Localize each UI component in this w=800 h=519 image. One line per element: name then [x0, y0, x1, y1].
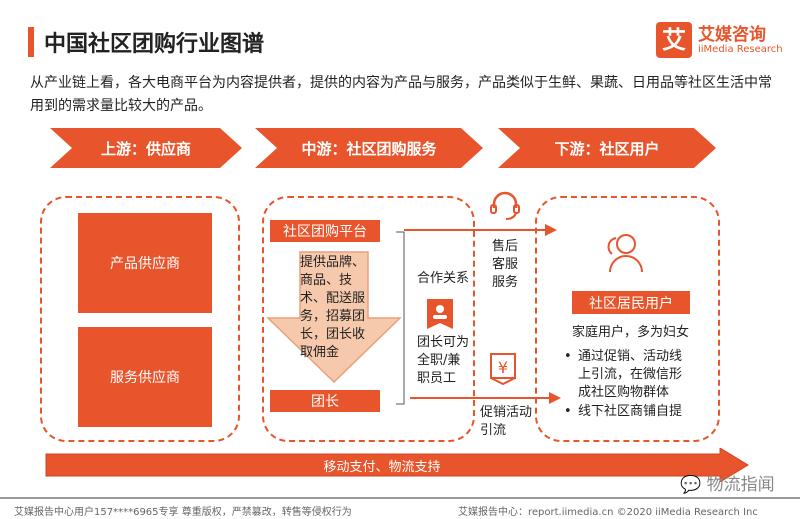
footer-copyright: 艾媒报告中心用户157****6965专享 尊重版权，严禁篡改，转售等侵权行为: [14, 507, 352, 518]
platform-provide-text: 提供品牌、商品、技术、配送服务，招募团长，团长收取佣金: [300, 255, 366, 360]
stage-upstream: 上游：供应商: [50, 128, 242, 168]
relation-label: 合作关系: [417, 271, 470, 286]
wechat-icon: 💬: [680, 475, 702, 495]
logo: 艾 艾媒咨询 iiMedia Research: [656, 20, 791, 62]
stage-downstream: 下游：社区用户: [498, 128, 716, 168]
downstream-group: [535, 196, 720, 442]
logo-cn: 艾媒咨询: [698, 25, 766, 45]
watermark: 💬 物流指闻: [680, 470, 775, 495]
watermark-text: 物流指闻: [706, 475, 775, 495]
footer-source: 艾媒报告中心：report.iimedia.cn ©2020 iiMedia R…: [458, 507, 758, 518]
title-accent-bar: [28, 27, 34, 57]
leader-box: 团长: [270, 390, 380, 412]
downstream-bullet-2: 线下社区商铺自提: [578, 404, 683, 419]
logo-icon: 艾: [656, 22, 692, 58]
svg-text:¥: ¥: [498, 358, 508, 377]
after-sales-line: [404, 229, 546, 231]
down-arrow: [266, 251, 402, 384]
bullet-dot: •: [564, 349, 572, 364]
downstream-bullet-1: 通过促销、活动线上引流，在微信形成社区购物群体: [578, 349, 683, 400]
bottom-arrow: [45, 448, 749, 482]
stage-midstream: 中游：社区团购服务: [255, 128, 483, 168]
bullet-dot: •: [564, 404, 572, 419]
midstream-group: [262, 196, 475, 442]
downstream-desc: 家庭用户，多为妇女: [572, 325, 690, 340]
bottom-arrow-label: 移动支付、物流支持: [323, 460, 441, 475]
after-sales-label: 售后客服服务: [492, 239, 519, 290]
arrowhead: [545, 224, 557, 236]
resident-users-box: 社区居民用户: [572, 291, 690, 314]
service-supplier: 服务供应商: [78, 327, 212, 427]
intro-text: 从产业链上看，各大电商平台为内容提供者，提供的内容为产品与服务，产品类似于生鲜、…: [30, 75, 772, 114]
arrowhead: [549, 392, 561, 404]
users-icon: [607, 234, 643, 273]
leader-note: 团长可为全职/兼职员工: [417, 335, 470, 386]
yen-coupon-icon: ¥: [490, 353, 516, 386]
bracket: [396, 231, 405, 405]
headset-icon: [490, 191, 520, 220]
badge-person-icon: [427, 299, 453, 329]
promotion-line: [410, 397, 550, 399]
page-title: 中国社区团购行业图谱: [44, 32, 265, 57]
footer-divider: [0, 497, 800, 499]
promotion-label: 促销活动引流: [480, 405, 533, 438]
platform-box: 社区团购平台: [270, 220, 380, 242]
product-supplier: 产品供应商: [78, 213, 212, 313]
logo-en: iiMedia Research: [698, 44, 783, 55]
upstream-group: [40, 196, 240, 442]
